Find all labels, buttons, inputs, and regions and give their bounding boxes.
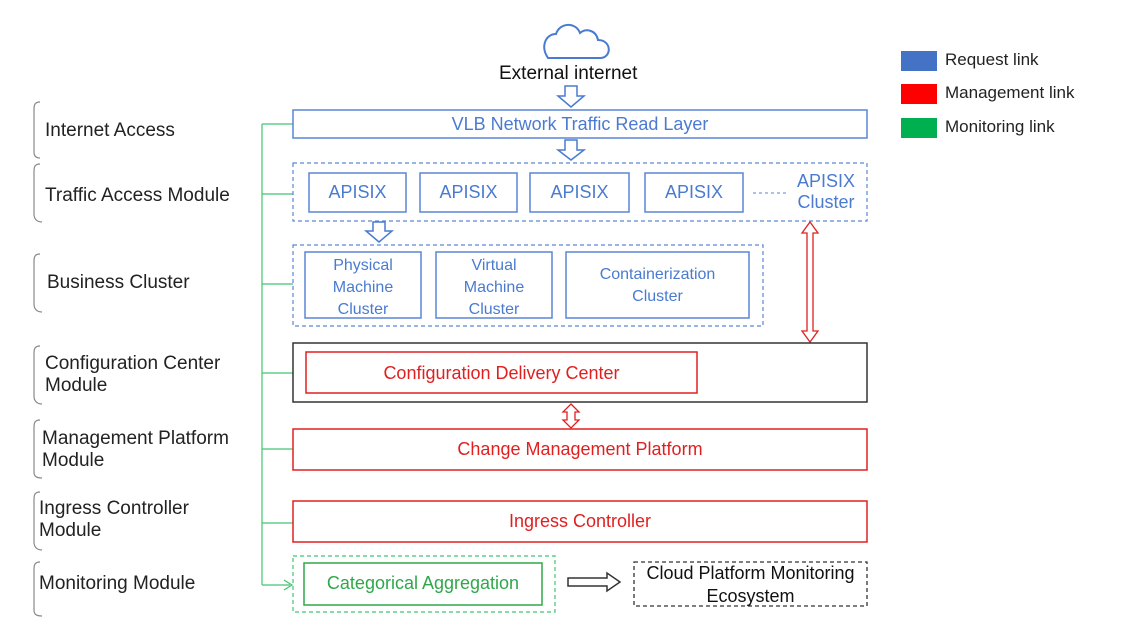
categorical-aggregation-label: Categorical Aggregation (326, 573, 520, 593)
apisix-node: APISIX (664, 182, 724, 202)
hollow-arrow-icon (363, 221, 395, 243)
apisix-cluster-box (292, 162, 868, 222)
apisix-node: APISIX (550, 182, 609, 202)
monitoring-outer-box (292, 555, 556, 613)
hollow-arrow-icon (567, 571, 622, 593)
external-internet-label: External internet (499, 63, 638, 84)
apisix-node: APISIX (328, 182, 387, 202)
legend-label-request: Request link (945, 50, 1039, 69)
module-internet-access: Internet Access (45, 120, 175, 141)
change-management-label: Change Management Platform (457, 439, 703, 459)
module-monitoring: Monitoring Module (39, 573, 196, 594)
module-configuration-center: Configuration Center Module (45, 353, 221, 396)
monitoring-links (261, 123, 294, 591)
module-traffic-access: Traffic Access Module (45, 185, 230, 206)
ingress-box (292, 500, 868, 543)
config-delivery-center-label: Configuration Delivery Center (383, 363, 620, 383)
legend-label-monitoring: Monitoring link (945, 117, 1055, 136)
legend-label-management: Management link (945, 83, 1075, 102)
apisix-node: APISIX (439, 182, 498, 202)
virtual-machine-cluster: Virtual Machine Cluster (463, 257, 525, 318)
legend-swatch-monitoring (901, 118, 937, 138)
physical-machine-cluster: Physical Machine Cluster (332, 257, 394, 318)
ecosystem-box (633, 561, 868, 607)
legend-swatch-request (901, 51, 937, 71)
hollow-arrow-icon (555, 139, 587, 161)
cloud-icon (543, 23, 610, 59)
legend-swatch-management (901, 84, 937, 104)
config-center-box (292, 342, 868, 403)
vlb-label: VLB Network Traffic Read Layer (451, 114, 709, 134)
double-arrow-icon (800, 220, 820, 344)
change-mgmt-box (292, 428, 868, 471)
module-brackets (33, 101, 43, 617)
apisix-cluster-label: APISIX Cluster (796, 171, 856, 212)
containerization-cluster: Containerization Cluster (599, 266, 716, 305)
business-cluster-box (292, 244, 764, 327)
module-business-cluster: Business Cluster (47, 272, 190, 293)
module-ingress-controller: Ingress Controller Module (39, 498, 189, 541)
module-management-platform: Management Platform Module (42, 428, 229, 471)
hollow-arrow-icon (555, 85, 587, 108)
ingress-controller-label: Ingress Controller (508, 511, 652, 531)
cloud-monitoring-ecosystem-label: Cloud Platform Monitoring Ecosystem (646, 563, 855, 606)
double-arrow-icon (561, 403, 581, 429)
vlb-box (292, 109, 868, 139)
